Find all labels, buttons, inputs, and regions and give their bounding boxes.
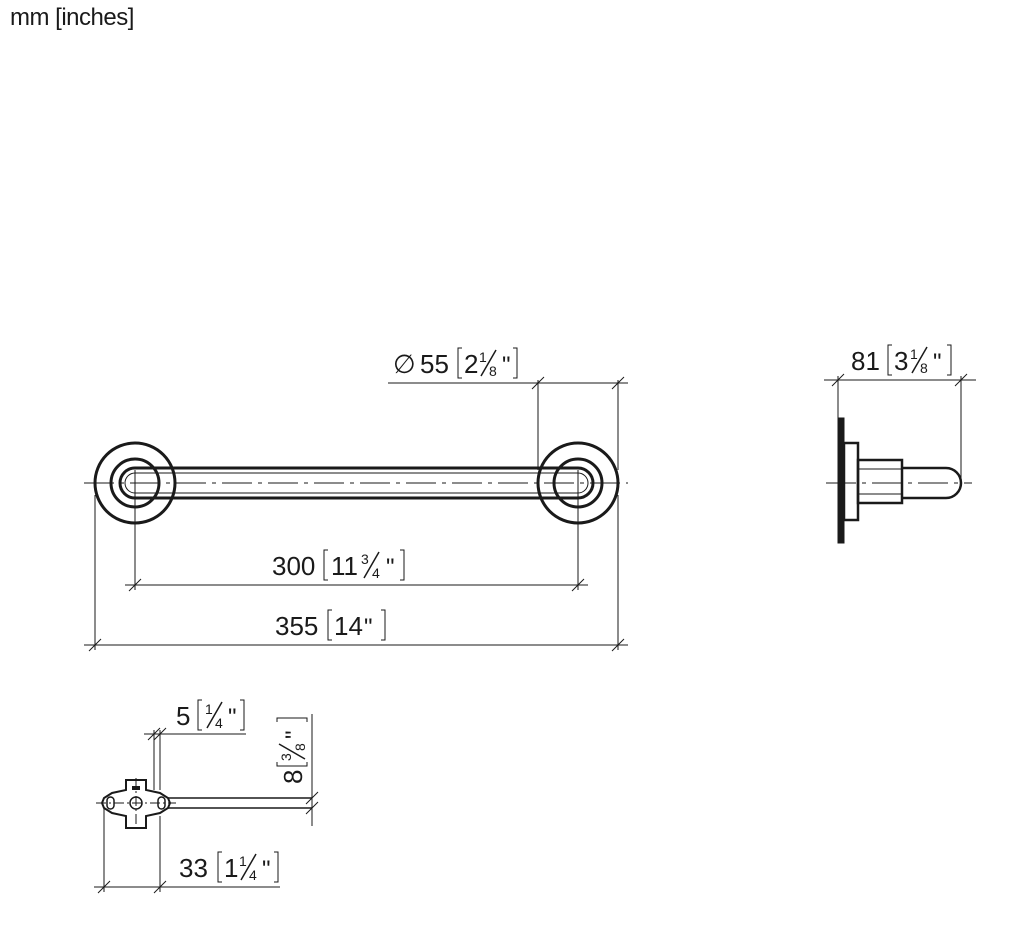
dim-plate-thickness-fraction-bar bbox=[278, 743, 306, 760]
dim-center-distance-inch-num: 3 bbox=[361, 551, 369, 567]
dim-plate-width-inch-whole: 1 bbox=[224, 853, 238, 883]
dim-projection-inch-num: 1 bbox=[910, 346, 918, 362]
dim-overall-length-mm: 355 bbox=[275, 611, 318, 641]
dim-center-distance-inch-whole: 11 bbox=[331, 551, 358, 581]
dim-diameter-inch-mark: " bbox=[502, 352, 511, 379]
dim-diameter-inch-den: 8 bbox=[489, 363, 497, 379]
dim-projection-inch-den: 8 bbox=[920, 360, 928, 376]
dim-plate-width-mm: 33 bbox=[179, 853, 208, 883]
dim-plate-thickness-inch-mark: " bbox=[281, 730, 308, 739]
dim-plate-width-inch-den: 4 bbox=[249, 867, 257, 883]
dim-projection-mm: 81 bbox=[851, 346, 880, 376]
dim-projection-fraction-bar bbox=[911, 346, 928, 374]
side-hub bbox=[856, 458, 904, 505]
dim-projection-inch-whole: 3 bbox=[894, 346, 908, 376]
dim-plate-thickness-label: 8 3 8 " bbox=[278, 730, 308, 784]
dim-plate-offset-inch-num: 1 bbox=[205, 701, 213, 717]
dim-diameter bbox=[388, 347, 628, 470]
dim-center-distance-mm: 300 bbox=[272, 551, 315, 581]
dim-plate-thickness bbox=[276, 714, 319, 826]
units-label: mm [inches] bbox=[10, 4, 134, 31]
dim-plate-width-inch-num: 1 bbox=[239, 853, 247, 869]
mounting-plate-outline bbox=[100, 779, 172, 829]
dim-plate-width bbox=[94, 808, 280, 894]
dim-plate-thickness-mm: 8 bbox=[278, 770, 308, 784]
dim-diameter-mm: 55 bbox=[420, 349, 449, 379]
side-rosette bbox=[842, 441, 860, 522]
dim-center-distance-inch-den: 4 bbox=[372, 565, 380, 581]
dim-plate-width-fraction-bar bbox=[240, 853, 257, 881]
mounting-plate-marking bbox=[132, 786, 140, 790]
front-view bbox=[84, 441, 628, 590]
dim-diameter-inch-whole: 2 bbox=[464, 349, 478, 379]
dim-center-distance-inch-mark: " bbox=[386, 554, 395, 581]
dim-plate-offset-mm: 5 bbox=[176, 701, 190, 731]
dim-plate-offset-fraction-bar bbox=[206, 701, 223, 729]
mounting-plate-view bbox=[96, 778, 312, 832]
dim-center-distance-fraction-bar bbox=[363, 551, 380, 579]
dim-diameter-fraction-bar bbox=[480, 349, 497, 377]
dim-plate-offset bbox=[144, 699, 246, 790]
dim-plate-offset-inch-mark: " bbox=[228, 704, 237, 731]
side-view bbox=[826, 417, 972, 544]
dim-overall-length-inch-mark: " bbox=[364, 614, 373, 641]
dim-overall-length-inch-whole: 14 bbox=[334, 611, 363, 641]
dim-diameter-symbol: ∅ bbox=[393, 349, 416, 379]
dim-plate-thickness-inch-den: 8 bbox=[292, 743, 308, 751]
dim-center-distance bbox=[125, 549, 588, 592]
dim-plate-width-inch-mark: " bbox=[262, 856, 271, 883]
side-bar-end bbox=[902, 466, 963, 500]
dim-plate-offset-inch-den: 4 bbox=[215, 715, 223, 731]
dim-projection bbox=[824, 344, 976, 480]
dim-plate-thickness-inch-num: 3 bbox=[278, 753, 294, 761]
dim-overall-length bbox=[84, 495, 628, 652]
dim-diameter-inch-num: 1 bbox=[479, 349, 487, 365]
dim-projection-inch-mark: " bbox=[933, 349, 942, 376]
